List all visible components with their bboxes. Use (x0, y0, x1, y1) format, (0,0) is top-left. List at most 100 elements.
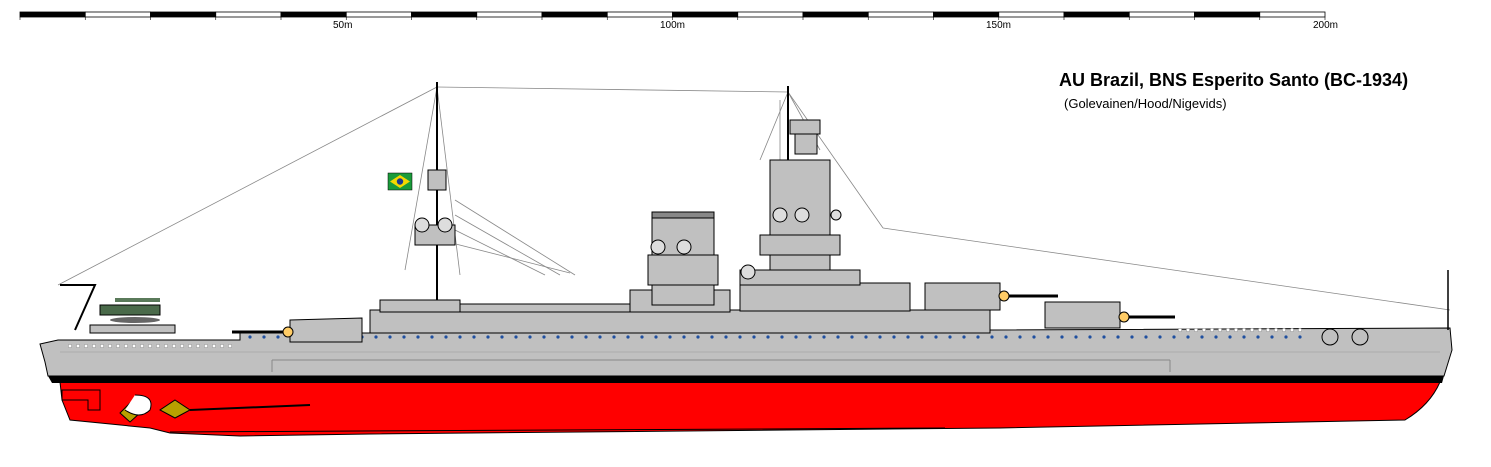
porthole (472, 335, 476, 339)
porthole (766, 335, 770, 339)
porthole (1116, 335, 1120, 339)
rail-post (179, 344, 184, 349)
porthole (584, 335, 588, 339)
scale-segment (1259, 11, 1326, 18)
porthole (556, 335, 560, 339)
porthole (962, 335, 966, 339)
porthole (500, 335, 504, 339)
porthole (1060, 335, 1064, 339)
porthole (276, 335, 280, 339)
rail-post (203, 344, 208, 349)
rigging-lines (57, 86, 1451, 311)
scale-label-200m: 200m (1313, 20, 1339, 31)
rail-post (171, 344, 176, 349)
rail-post (1249, 328, 1254, 333)
porthole (1158, 335, 1162, 339)
underwater-hull (59, 381, 1441, 437)
porthole (374, 335, 378, 339)
porthole (1032, 335, 1036, 339)
porthole (738, 335, 742, 339)
turrets (232, 282, 1175, 343)
porthole (990, 335, 994, 339)
rail-post (1297, 328, 1302, 333)
rail-post (1289, 328, 1294, 333)
porthole (514, 335, 518, 339)
rail-post (227, 344, 232, 349)
floatplane-icon (99, 298, 161, 323)
rail-post (1177, 328, 1182, 333)
rail-post (1257, 328, 1262, 333)
porthole (1186, 335, 1190, 339)
porthole (1088, 335, 1092, 339)
porthole (752, 335, 756, 339)
rail-post (155, 344, 160, 349)
porthole (724, 335, 728, 339)
rail-post (187, 344, 192, 349)
porthole (1046, 335, 1050, 339)
scale-label-150m: 150m (986, 20, 1012, 31)
porthole (1200, 335, 1204, 339)
scale-label-50m: 50m (333, 20, 353, 31)
porthole (444, 335, 448, 339)
porthole (1172, 335, 1176, 339)
rail-post (139, 344, 144, 349)
porthole (388, 335, 392, 339)
rail-post (75, 344, 80, 349)
porthole (486, 335, 490, 339)
rail-post (1225, 328, 1230, 333)
rail-post (1201, 328, 1206, 333)
anchor-icon (1321, 328, 1369, 346)
porthole (1018, 335, 1022, 339)
rail-post (1217, 328, 1222, 333)
rail-post (1273, 328, 1278, 333)
porthole (1228, 335, 1232, 339)
porthole (640, 335, 644, 339)
porthole (696, 335, 700, 339)
porthole (654, 335, 658, 339)
porthole (416, 335, 420, 339)
rail-post (1185, 328, 1190, 333)
porthole (1074, 335, 1078, 339)
deck-rails (67, 328, 1302, 349)
rail-post (131, 344, 136, 349)
porthole (612, 335, 616, 339)
rail-post (123, 344, 128, 349)
porthole (1298, 335, 1302, 339)
rail-post (115, 344, 120, 349)
rail-post (1265, 328, 1270, 333)
rail-post (1193, 328, 1198, 333)
porthole (710, 335, 714, 339)
porthole (976, 335, 980, 339)
porthole (878, 335, 882, 339)
rail-post (1209, 328, 1214, 333)
porthole (934, 335, 938, 339)
porthole (668, 335, 672, 339)
porthole (892, 335, 896, 339)
rail-post (67, 344, 72, 349)
rail-post (211, 344, 216, 349)
porthole (430, 335, 434, 339)
porthole (570, 335, 574, 339)
porthole (682, 335, 686, 339)
rail-post (195, 344, 200, 349)
fore-tower (769, 159, 831, 286)
boot-topping (48, 376, 1444, 383)
porthole (1270, 335, 1274, 339)
porthole (1284, 335, 1288, 339)
porthole (822, 335, 826, 339)
porthole (808, 335, 812, 339)
rail-post (219, 344, 224, 349)
porthole (1242, 335, 1246, 339)
porthole (626, 335, 630, 339)
rail-post (1233, 328, 1238, 333)
rail-post (1281, 328, 1286, 333)
porthole (458, 335, 462, 339)
porthole (1004, 335, 1008, 339)
porthole (1256, 335, 1260, 339)
porthole (836, 335, 840, 339)
scale-label-100m: 100m (660, 20, 686, 31)
porthole (850, 335, 854, 339)
page-title: AU Brazil, BNS Esperito Santo (BC-1934) (1059, 70, 1409, 90)
